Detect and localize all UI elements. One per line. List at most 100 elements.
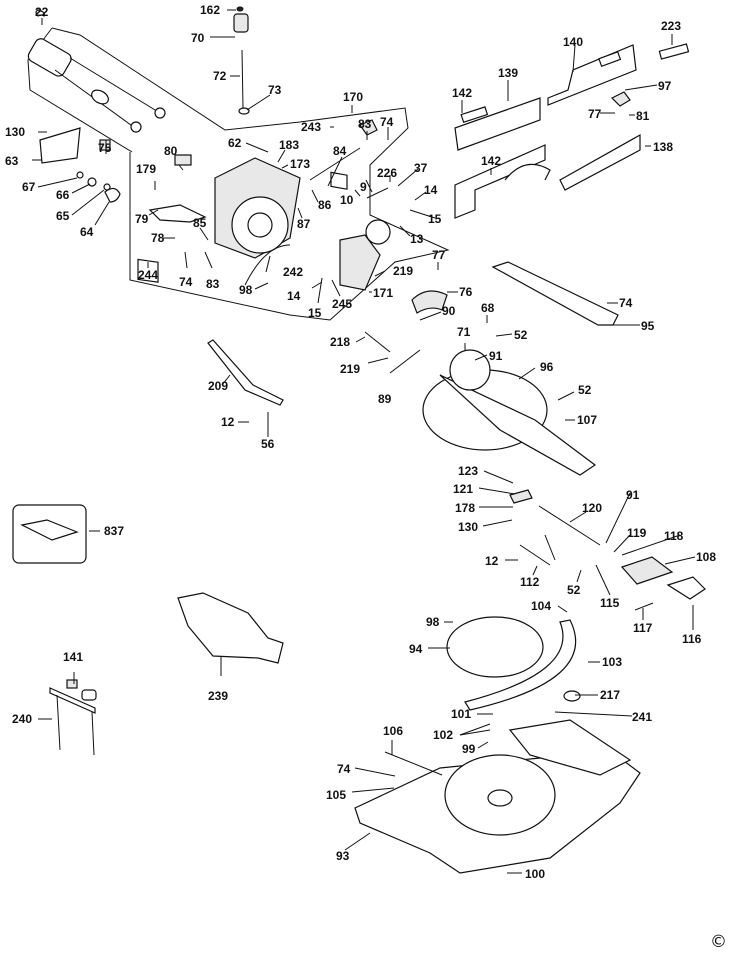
callout-86[interactable]: 86: [318, 198, 332, 212]
callout-140[interactable]: 140: [563, 35, 584, 49]
callout-95[interactable]: 95: [641, 319, 655, 333]
callout-85[interactable]: 85: [193, 216, 207, 230]
callout-178[interactable]: 178: [455, 501, 476, 515]
callout-179[interactable]: 179: [136, 162, 157, 176]
callout-141[interactable]: 141: [63, 650, 84, 664]
callout-120[interactable]: 120: [582, 501, 603, 515]
callout-96[interactable]: 96: [540, 360, 554, 374]
callout-52-right[interactable]: 52: [578, 383, 592, 397]
callout-171[interactable]: 171: [373, 286, 394, 300]
callout-87[interactable]: 87: [297, 217, 311, 231]
callout-71[interactable]: 71: [457, 325, 471, 339]
callout-97[interactable]: 97: [658, 79, 672, 93]
callout-56[interactable]: 56: [261, 437, 275, 451]
callout-112[interactable]: 112: [520, 575, 540, 589]
callout-245[interactable]: 245: [332, 297, 353, 311]
callout-63[interactable]: 63: [5, 154, 19, 168]
callout-22[interactable]: 22: [35, 5, 49, 19]
callout-162[interactable]: 162: [200, 3, 221, 17]
callout-83-lower[interactable]: 83: [206, 277, 220, 291]
callout-37[interactable]: 37: [414, 161, 428, 175]
callout-223[interactable]: 223: [661, 19, 682, 33]
callout-243[interactable]: 243: [301, 120, 322, 134]
callout-119[interactable]: 119: [627, 526, 647, 540]
callout-107[interactable]: 107: [577, 413, 598, 427]
callout-226[interactable]: 226: [377, 166, 398, 180]
callout-14-right[interactable]: 14: [424, 183, 438, 197]
callout-123[interactable]: 123: [458, 464, 479, 478]
callout-9[interactable]: 9: [360, 180, 367, 194]
callout-52[interactable]: 52: [514, 328, 528, 342]
callout-62[interactable]: 62: [228, 136, 242, 150]
callout-65[interactable]: 65: [56, 209, 70, 223]
callout-101[interactable]: 101: [451, 707, 472, 721]
callout-98[interactable]: 98: [239, 283, 253, 297]
callout-66[interactable]: 66: [56, 188, 70, 202]
callout-72[interactable]: 72: [213, 69, 227, 83]
callout-108[interactable]: 108: [696, 550, 717, 564]
callout-15[interactable]: 15: [308, 306, 322, 320]
callout-99[interactable]: 99: [462, 742, 476, 756]
callout-74-lower[interactable]: 74: [179, 275, 193, 289]
callout-102[interactable]: 102: [433, 728, 454, 742]
callout-139[interactable]: 139: [498, 66, 519, 80]
callout-138[interactable]: 138: [653, 140, 674, 154]
callout-84[interactable]: 84: [333, 144, 347, 158]
callout-173[interactable]: 173: [290, 157, 311, 171]
callout-115[interactable]: 115: [600, 596, 620, 610]
callout-219-lower[interactable]: 219: [340, 362, 361, 376]
callout-218[interactable]: 218: [330, 335, 351, 349]
callout-244[interactable]: 244: [138, 268, 159, 282]
callout-837[interactable]: 837: [104, 524, 125, 538]
callout-70[interactable]: 70: [191, 31, 205, 45]
callout-68[interactable]: 68: [481, 301, 495, 315]
callout-12[interactable]: 12: [221, 415, 235, 429]
callout-75[interactable]: 75: [98, 141, 112, 155]
callout-98-lower[interactable]: 98: [426, 615, 440, 629]
callout-118[interactable]: 118: [664, 529, 684, 543]
callout-117[interactable]: 117: [633, 621, 653, 635]
callout-73[interactable]: 73: [268, 83, 282, 97]
callout-80[interactable]: 80: [164, 144, 178, 158]
callout-10[interactable]: 10: [340, 193, 354, 207]
callout-104[interactable]: 104: [531, 599, 552, 613]
callout-239[interactable]: 239: [208, 689, 229, 703]
callout-106[interactable]: 106: [383, 724, 404, 738]
callout-130[interactable]: 130: [5, 125, 26, 139]
callout-12-lower[interactable]: 12: [485, 554, 499, 568]
callout-209[interactable]: 209: [208, 379, 229, 393]
callout-91-lower[interactable]: 91: [626, 488, 640, 502]
callout-15-right[interactable]: 15: [428, 212, 442, 226]
callout-183[interactable]: 183: [279, 138, 300, 152]
callout-121[interactable]: 121: [453, 482, 474, 496]
callout-77[interactable]: 77: [588, 107, 602, 121]
callout-100[interactable]: 100: [525, 867, 546, 881]
callout-81[interactable]: 81: [636, 109, 650, 123]
callout-219[interactable]: 219: [393, 264, 414, 278]
callout-67[interactable]: 67: [22, 180, 36, 194]
callout-240[interactable]: 240: [12, 712, 33, 726]
callout-13[interactable]: 13: [410, 232, 424, 246]
callout-83[interactable]: 83: [358, 117, 372, 131]
callout-242[interactable]: 242: [283, 265, 304, 279]
callout-52-lower[interactable]: 52: [567, 583, 581, 597]
callout-94[interactable]: 94: [409, 642, 423, 656]
callout-76[interactable]: 76: [459, 285, 473, 299]
callout-170[interactable]: 170: [343, 90, 364, 104]
callout-89[interactable]: 89: [378, 392, 392, 406]
callout-93[interactable]: 93: [336, 849, 350, 863]
callout-142-lower[interactable]: 142: [481, 154, 502, 168]
callout-103[interactable]: 103: [602, 655, 623, 669]
callout-217[interactable]: 217: [600, 688, 621, 702]
callout-130-lower[interactable]: 130: [458, 520, 479, 534]
callout-78[interactable]: 78: [151, 231, 165, 245]
callout-74[interactable]: 74: [380, 115, 394, 129]
callout-74-right[interactable]: 74: [619, 296, 633, 310]
callout-91[interactable]: 91: [489, 349, 503, 363]
callout-77-lower[interactable]: 77: [432, 248, 446, 262]
callout-79[interactable]: 79: [135, 212, 149, 226]
callout-105[interactable]: 105: [326, 788, 347, 802]
callout-116[interactable]: 116: [682, 632, 702, 646]
callout-241[interactable]: 241: [632, 710, 653, 724]
callout-74-base[interactable]: 74: [337, 762, 351, 776]
